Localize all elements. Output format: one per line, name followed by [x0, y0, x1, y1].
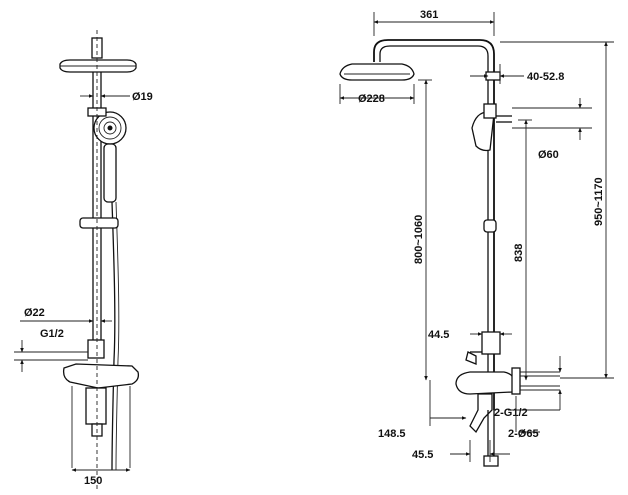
side-view [339, 39, 560, 467]
label-pipe-diameter: Ø22 [24, 307, 45, 319]
label-flange-diameter: 2-Ø65 [508, 428, 539, 440]
side-hand-shower [471, 111, 495, 152]
side-dimensions: 361 40-52.8 Ø228 Ø60 800~1060 838 950~11… [339, 9, 614, 462]
label-mixer-width: 148.5 [378, 428, 406, 440]
label-riser-height: 838 [513, 244, 525, 262]
label-hand-shower-diameter: Ø60 [538, 149, 559, 161]
side-diverter [481, 331, 501, 355]
side-flange [511, 367, 521, 395]
side-spout [469, 393, 493, 434]
label-head-height: 800~1060 [413, 215, 425, 264]
front-slide-holder [79, 217, 119, 229]
label-wall-offset: 40-52.8 [527, 71, 564, 83]
front-dimensions: Ø19 Ø22 G1/2 150 [14, 91, 153, 487]
label-arm-diameter: Ø19 [132, 91, 153, 103]
front-hand-shower-handle [103, 143, 117, 203]
side-slider [483, 219, 497, 233]
front-spout [85, 387, 107, 425]
label-overall-height: 950~1170 [593, 177, 605, 226]
front-diverter [87, 339, 105, 359]
side-mixer [455, 371, 515, 395]
side-top-arm [373, 39, 495, 410]
label-base-width: 150 [84, 475, 102, 487]
front-view [59, 30, 140, 490]
label-mixer-offset: 44.5 [428, 329, 449, 341]
front-hose [111, 201, 116, 471]
front-mixer-body [62, 363, 140, 389]
label-inlet-threads: 2-G1/2 [494, 407, 528, 419]
label-spout-offset: 45.5 [412, 449, 433, 461]
label-head-diameter: Ø228 [358, 93, 385, 105]
label-thread-size: G1/2 [40, 328, 64, 340]
side-rain-head [339, 63, 415, 81]
label-arm-length: 361 [420, 9, 438, 21]
